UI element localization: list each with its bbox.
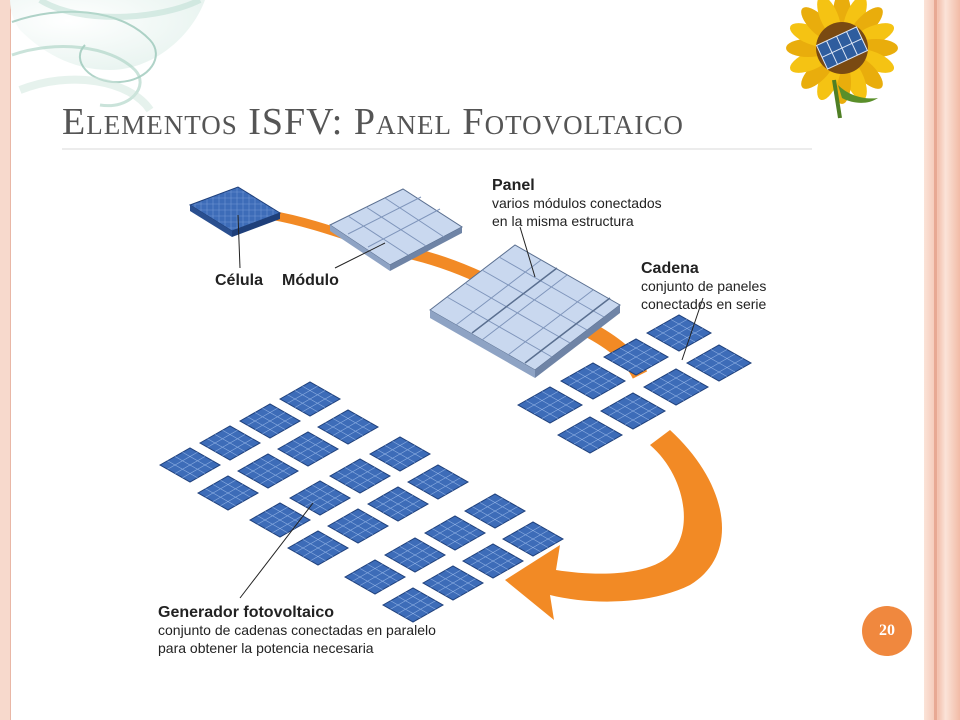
- module-leader-line: [334, 242, 386, 269]
- label-modulo: Módulo: [282, 272, 339, 289]
- desc-cadena-line1: conjunto de paneles: [641, 278, 767, 294]
- big-arrow: [505, 430, 723, 620]
- desc-panel-line2: en la misma estructura: [492, 213, 634, 229]
- desc-cadena-line2: conectados en serie: [641, 296, 767, 312]
- left-border-decoration: [0, 0, 11, 720]
- desc-generador-line2: para obtener la potencia necesaria: [158, 640, 374, 656]
- desc-panel-line1: varios módulos conectados: [492, 195, 662, 211]
- pv-hierarchy-diagram: [158, 186, 753, 623]
- right-border-decoration: [924, 0, 960, 720]
- swirl-decoration: [10, 0, 205, 113]
- label-generador: Generador fotovoltaico: [158, 604, 335, 621]
- title-divider: [62, 148, 812, 150]
- page-number-badge: 20: [862, 606, 912, 656]
- module-graphic: [329, 188, 463, 271]
- sunflower-icon: [786, 0, 898, 119]
- label-celula: Célula: [215, 272, 264, 289]
- generator-graphic: [158, 381, 565, 623]
- cell-graphic: [188, 186, 282, 237]
- string-graphic: [516, 314, 753, 454]
- generator-leader-line: [239, 502, 314, 599]
- panel-graphic: [429, 244, 621, 378]
- slide-title: Elementos ISFV: Panel Fotovoltaico: [62, 101, 684, 143]
- label-cadena: Cadena: [641, 260, 699, 277]
- panel-leader-line: [519, 226, 536, 278]
- label-panel: Panel: [492, 177, 535, 194]
- cell-leader-line: [237, 214, 241, 269]
- string-leader-line: [681, 297, 704, 361]
- desc-generador-line1: conjunto de cadenas conectadas en parale…: [158, 622, 436, 638]
